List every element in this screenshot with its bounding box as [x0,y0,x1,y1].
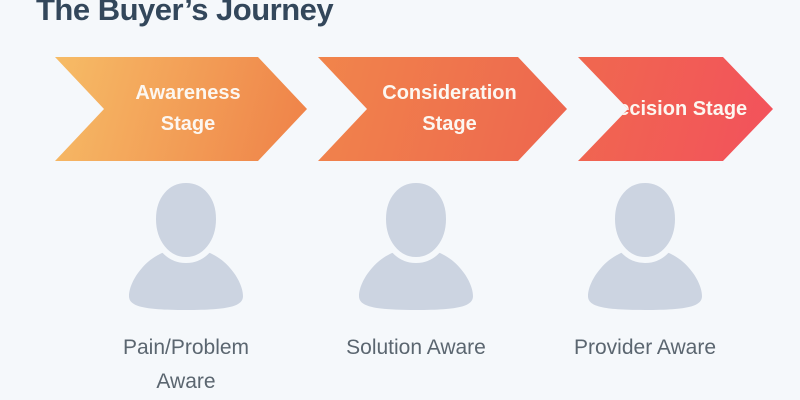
stage-label: Consideration Stage [382,82,517,135]
stage-chevron-decision: Decision Stage [578,57,773,161]
persona-label: Provider Aware [545,331,745,365]
stage-chevron-awareness: Awareness Stage [55,57,307,161]
person-silhouette-icon [126,176,246,310]
persona-label-text: Solution Aware [346,336,486,359]
persona-label-text: Pain/Problem Aware [122,336,250,393]
stage-chevron-consideration: Consideration Stage [318,57,567,161]
persona-label-text: Provider Aware [573,336,717,359]
persona-label: Solution Aware [316,331,516,365]
stage-label: Decision Stage [603,97,748,120]
persona-label: Pain/Problem Aware [86,331,286,399]
stage-label: Awareness Stage [135,82,241,135]
page-title: The Buyer’s Journey [36,0,334,27]
person-silhouette-icon [585,176,705,310]
person-silhouette-icon [356,176,476,310]
